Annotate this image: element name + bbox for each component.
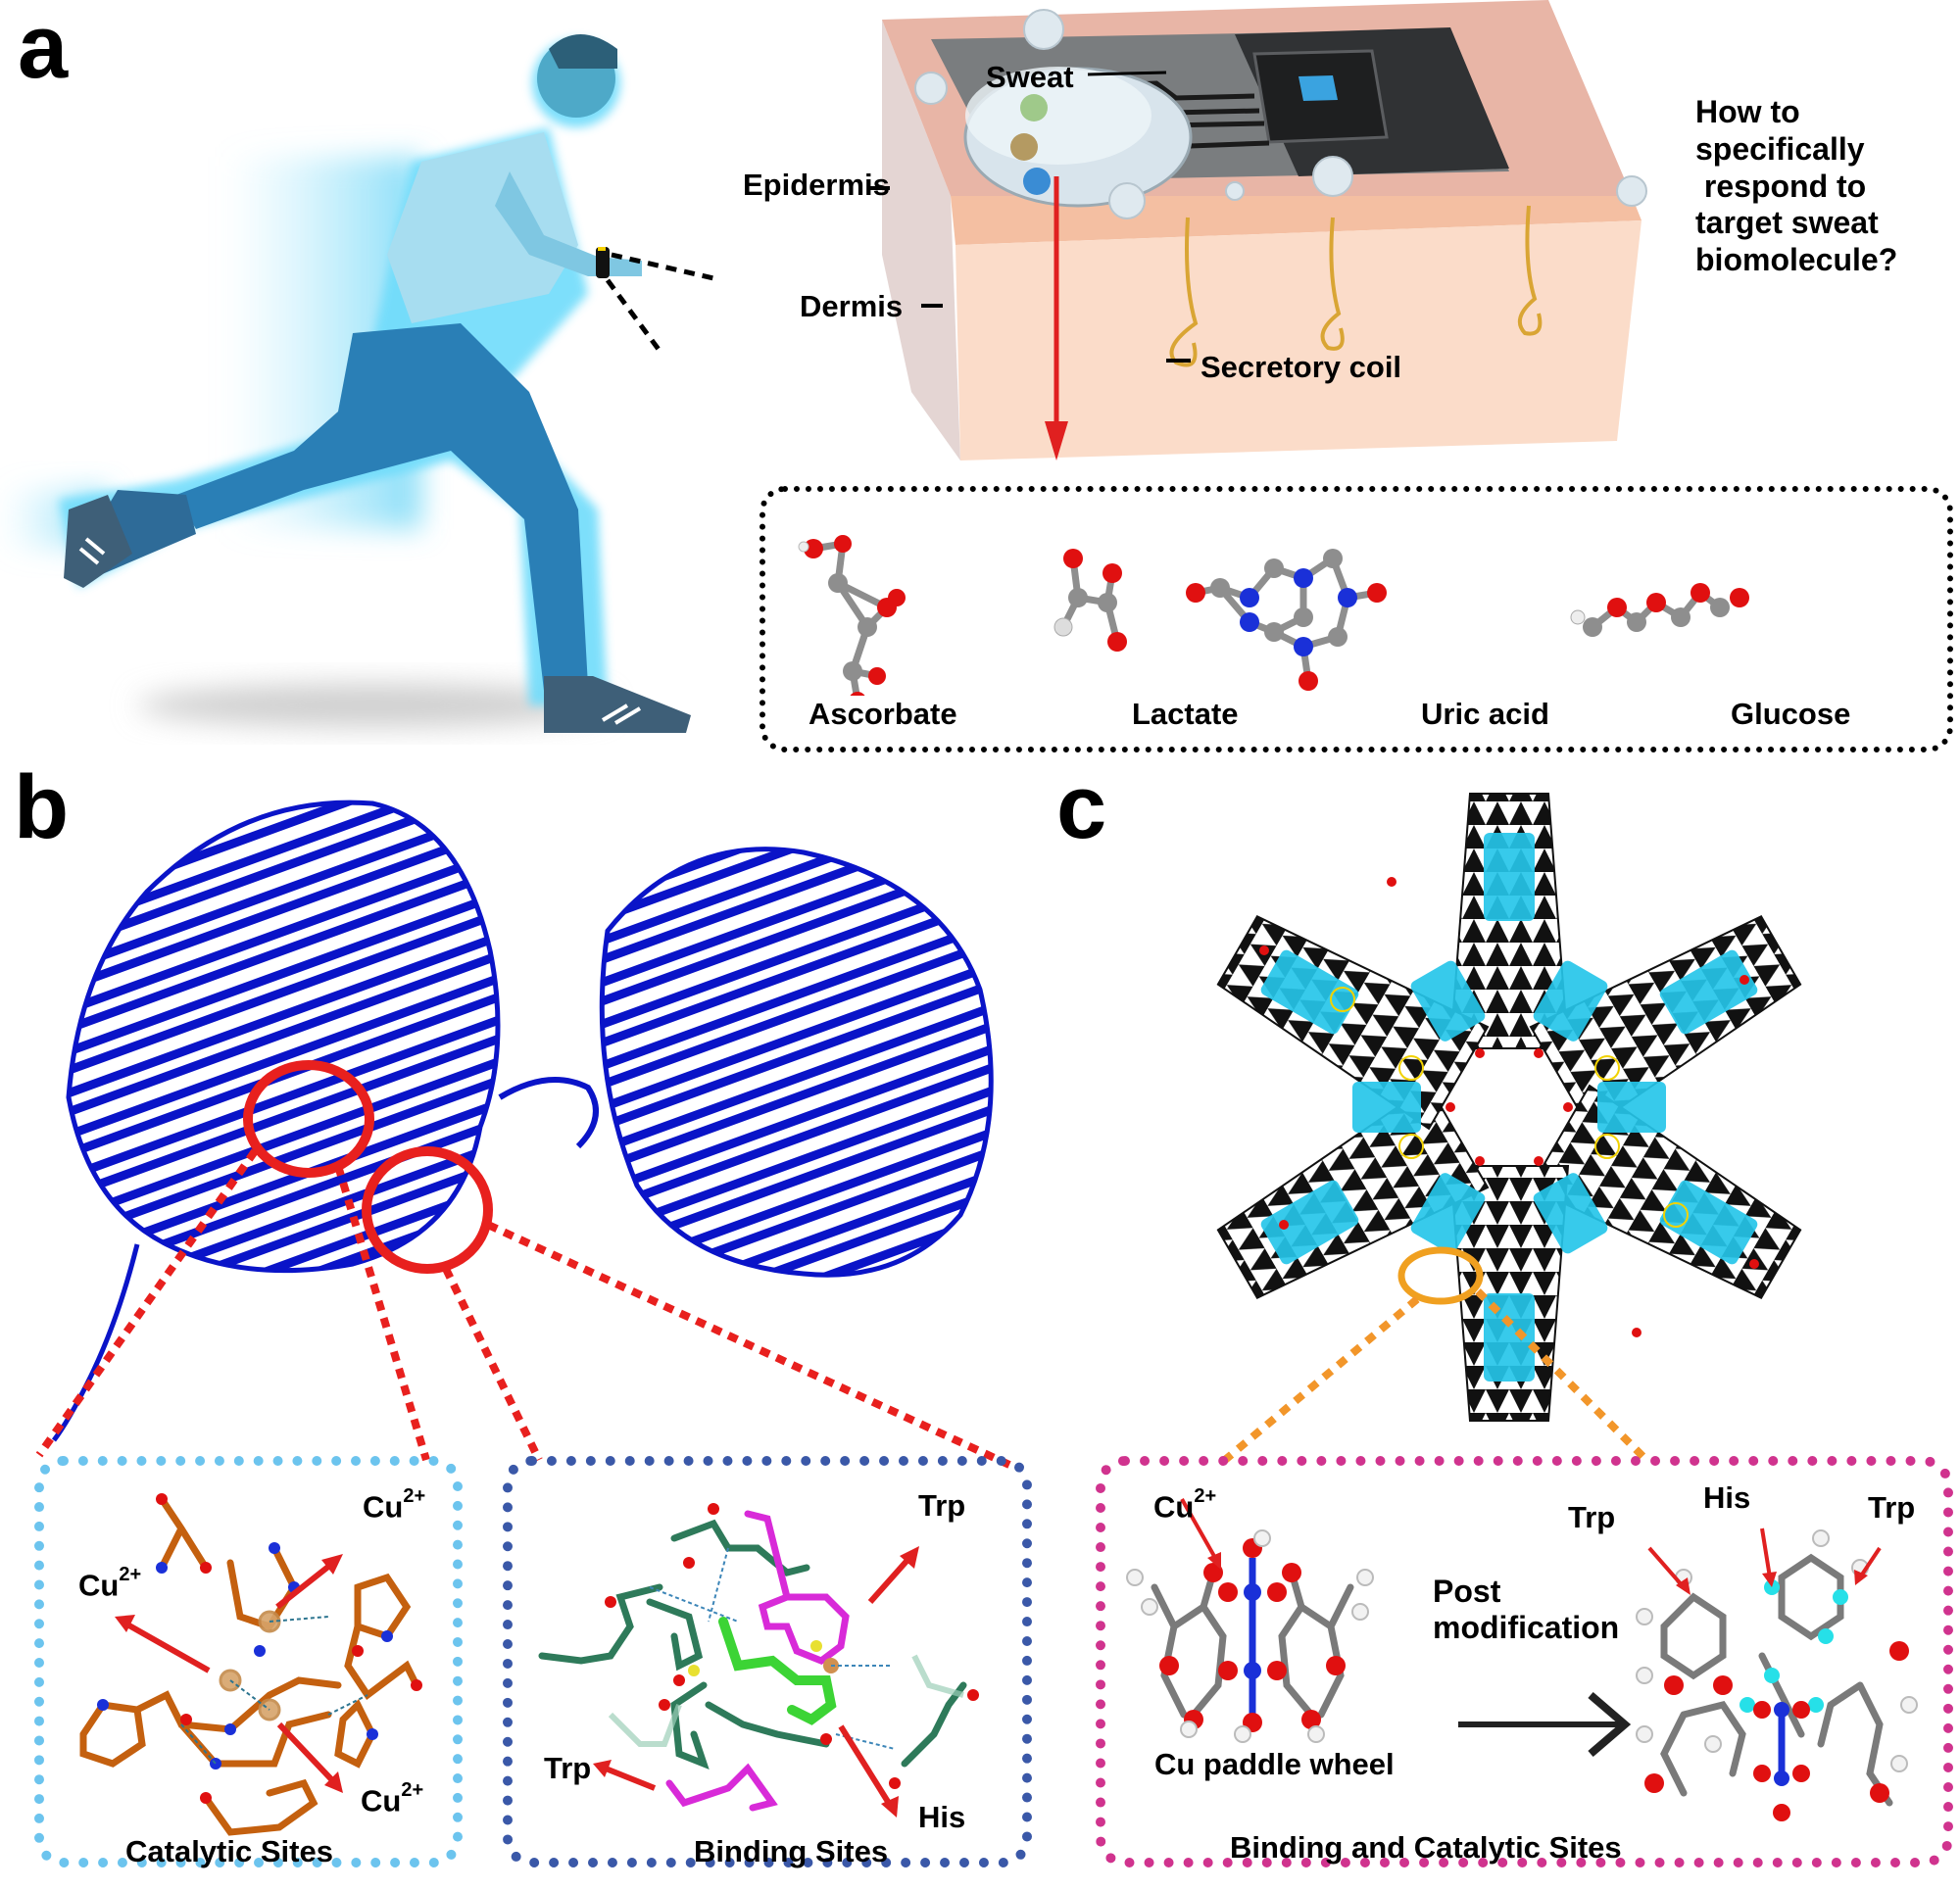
post-modification-line: modification xyxy=(1433,1609,1620,1645)
catalytic-sites-inset xyxy=(34,1456,463,1867)
cu-ion-label-3: Cu2+ xyxy=(361,1779,423,1818)
question-line: How to xyxy=(1695,94,1800,129)
residue-label-his-c: His xyxy=(1703,1480,1751,1515)
residue-label-trp-bottom: Trp xyxy=(544,1751,592,1785)
question-text: How to specifically respond to target sw… xyxy=(1695,94,1897,279)
post-modification-label: Post modification xyxy=(1433,1574,1619,1646)
skin-device-illustration xyxy=(868,0,1647,461)
label-dermis: Dermis xyxy=(800,289,904,323)
cu-label-charge: 2+ xyxy=(403,1485,426,1507)
biomolecules-box xyxy=(760,486,1953,752)
catalytic-sites-structure xyxy=(79,1493,422,1836)
runner-illustration xyxy=(0,34,714,733)
biomolecule-label-glucose: Glucose xyxy=(1731,697,1851,731)
cu-label-charge: 2+ xyxy=(401,1779,424,1801)
binding-sites-inset xyxy=(503,1456,1032,1867)
cu-paddle-wheel-label: Cu paddle wheel xyxy=(1154,1747,1395,1781)
residue-label-his: His xyxy=(918,1800,966,1834)
biomolecule-structures xyxy=(798,535,1749,696)
biomolecule-label-uric-acid: Uric acid xyxy=(1421,697,1549,731)
post-modification-line: Post xyxy=(1433,1574,1501,1609)
biomolecule-label-ascorbate: Ascorbate xyxy=(808,697,957,731)
cu-ion-label-c: Cu2+ xyxy=(1153,1485,1216,1525)
biomolecule-label-lactate: Lactate xyxy=(1132,697,1239,731)
panel-letter-b: b xyxy=(14,757,70,857)
question-line: biomolecule? xyxy=(1695,242,1898,277)
residue-label-trp-top: Trp xyxy=(918,1488,966,1523)
panel-letter-a: a xyxy=(18,0,69,97)
cu-label-charge: 2+ xyxy=(1194,1485,1217,1507)
paddle-wheel-structures xyxy=(1126,1498,1918,1821)
panel-letter-c: c xyxy=(1056,757,1107,857)
cu-label-base: Cu xyxy=(78,1568,120,1603)
cu-ion-label-2: Cu2+ xyxy=(78,1564,141,1603)
binding-sites-title: Binding Sites xyxy=(694,1834,889,1868)
binding-sites-structure xyxy=(538,1503,979,1818)
cu-ion-label-1: Cu2+ xyxy=(363,1485,425,1525)
question-line: respond to xyxy=(1695,168,1867,204)
mof-framework-structure xyxy=(1216,793,1802,1464)
binding-catalytic-inset xyxy=(1096,1456,1953,1867)
question-line: target sweat xyxy=(1695,205,1879,241)
cu-label-base: Cu xyxy=(363,1489,404,1525)
cu-label-base: Cu xyxy=(1153,1489,1195,1525)
label-sweat: Sweat xyxy=(986,60,1074,94)
label-secretory-coil: Secretory coil xyxy=(1200,350,1402,384)
cu-label-base: Cu xyxy=(361,1783,402,1818)
cu-label-charge: 2+ xyxy=(119,1564,142,1585)
residue-label-trp-right: Trp xyxy=(1868,1490,1916,1525)
enzyme-ribbon-structure xyxy=(35,800,1011,1469)
label-epidermis: Epidermis xyxy=(743,168,890,202)
binding-catalytic-title: Binding and Catalytic Sites xyxy=(1230,1830,1622,1865)
catalytic-sites-title: Catalytic Sites xyxy=(125,1834,333,1868)
question-line: specifically xyxy=(1695,130,1865,167)
residue-label-trp-left: Trp xyxy=(1568,1500,1616,1534)
